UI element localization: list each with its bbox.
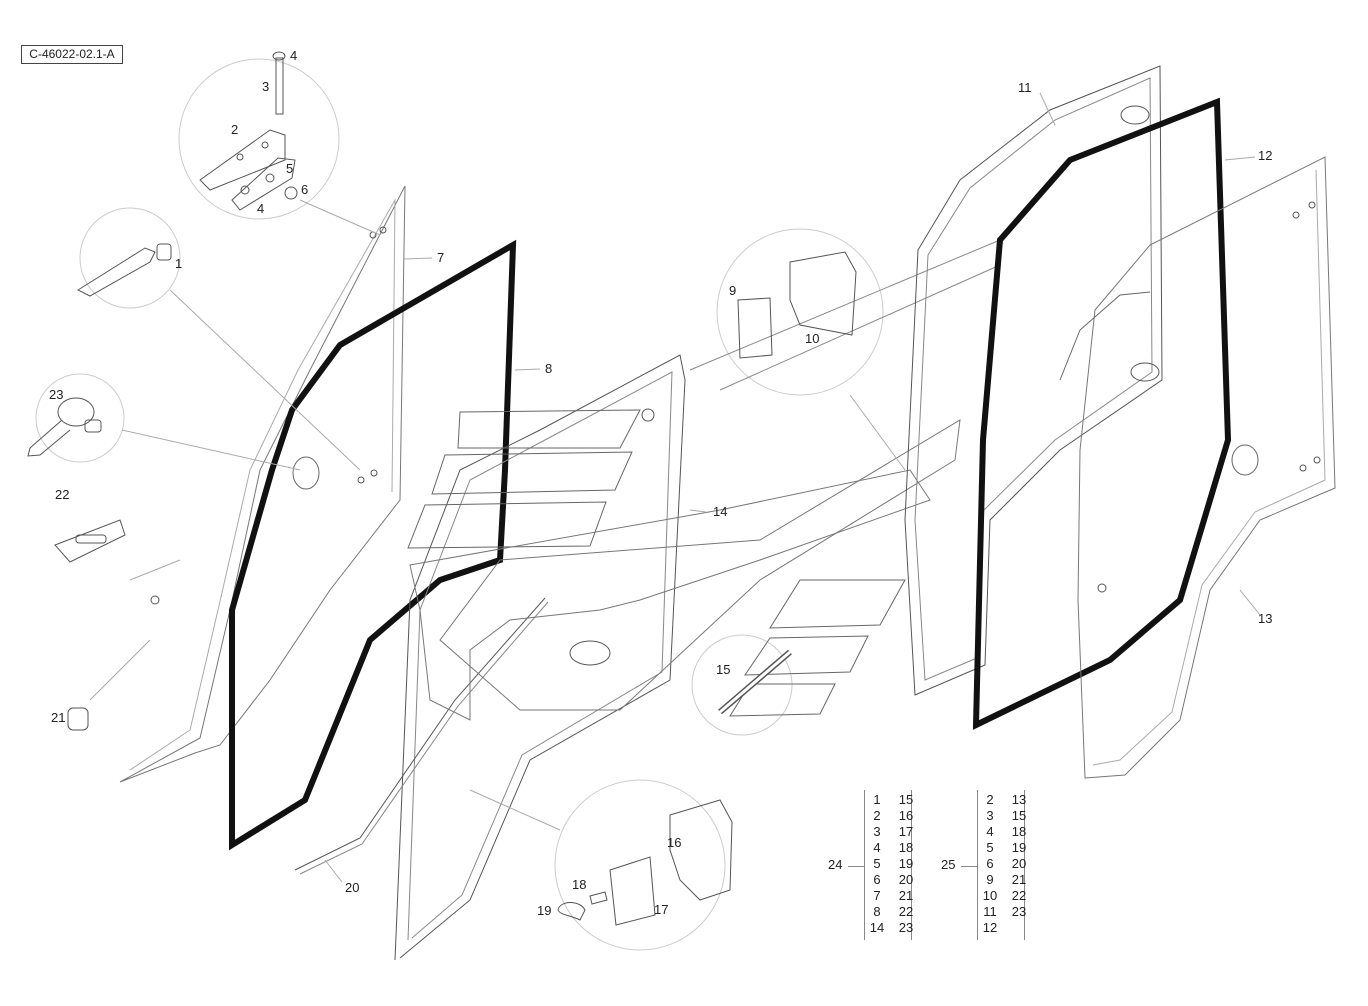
callout-21: 21	[51, 710, 65, 725]
door-frame	[394, 354, 686, 961]
hinge-plate-lower	[231, 157, 296, 211]
callout-6: 6	[301, 182, 308, 197]
hinge-plate	[199, 129, 286, 191]
detail-circle-lock-lower	[554, 779, 726, 951]
callout-14: 14	[713, 504, 727, 519]
callout-2: 2	[231, 122, 238, 137]
bolt-18	[589, 891, 608, 905]
lock-cover-10	[789, 251, 857, 336]
pull-handle	[54, 519, 126, 563]
detail-circle-lock-upper	[716, 228, 884, 396]
callout-13: 13	[1258, 611, 1272, 626]
clip-19	[557, 902, 586, 921]
callout-9: 9	[729, 283, 736, 298]
kit-25-leader	[961, 866, 977, 867]
detail-circle-handle	[35, 373, 125, 463]
seal-profile-right	[972, 97, 1232, 730]
callout-17: 17	[654, 902, 668, 917]
detail-circle-strut	[691, 634, 793, 736]
handle-knob	[57, 397, 95, 427]
glass-panel-left	[119, 185, 406, 783]
lock-body-17	[609, 856, 656, 926]
detail-circle-hinge	[178, 58, 340, 220]
callout-10: 10	[805, 331, 819, 346]
callout-4-bottom: 4	[257, 201, 264, 216]
kit-24-label: 24	[828, 857, 843, 872]
callout-12: 12	[1258, 148, 1272, 163]
rail-outline-3	[407, 501, 607, 549]
callout-15: 15	[716, 662, 730, 677]
pin-cap	[272, 51, 286, 61]
hinge-bushing	[284, 186, 298, 200]
rail-outline-1	[457, 409, 641, 449]
door-frame-right	[904, 65, 1163, 696]
callout-8: 8	[545, 361, 552, 376]
bushing-21	[67, 707, 89, 731]
bushing-1	[156, 243, 172, 261]
glass-panel-right	[1077, 156, 1336, 779]
callout-3: 3	[262, 79, 269, 94]
hinge-pin	[275, 57, 284, 115]
callout-5: 5	[286, 161, 293, 176]
seal-profile-left	[229, 239, 517, 851]
lock-cover-16	[669, 799, 733, 901]
callout-22: 22	[55, 487, 69, 502]
detail-circle-hinge-small	[79, 207, 181, 309]
rail-outline-4	[769, 579, 906, 629]
callout-1: 1	[175, 256, 182, 271]
lock-body-9	[737, 297, 773, 359]
drawing-id-label: C-46022-02.1-A	[21, 45, 123, 64]
callout-7: 7	[437, 250, 444, 265]
handle-lever	[27, 419, 71, 457]
callout-20: 20	[345, 880, 359, 895]
callout-18: 18	[572, 877, 586, 892]
rail-outline-6	[729, 683, 836, 717]
rail-outline-2	[431, 451, 633, 495]
lift-rod	[294, 597, 546, 871]
callout-11: 11	[1018, 80, 1032, 95]
callout-23: 23	[49, 387, 63, 402]
hinge-small	[76, 247, 156, 297]
kit-24-leader	[848, 866, 864, 867]
rail-outline-5	[744, 635, 869, 676]
kit-25-label: 25	[941, 857, 956, 872]
callout-4-top: 4	[290, 48, 297, 63]
callout-19: 19	[537, 903, 551, 918]
frame-bracket	[569, 640, 611, 666]
glass-hole	[292, 456, 320, 490]
callout-16: 16	[667, 835, 681, 850]
glass-hole-right	[1231, 444, 1259, 476]
